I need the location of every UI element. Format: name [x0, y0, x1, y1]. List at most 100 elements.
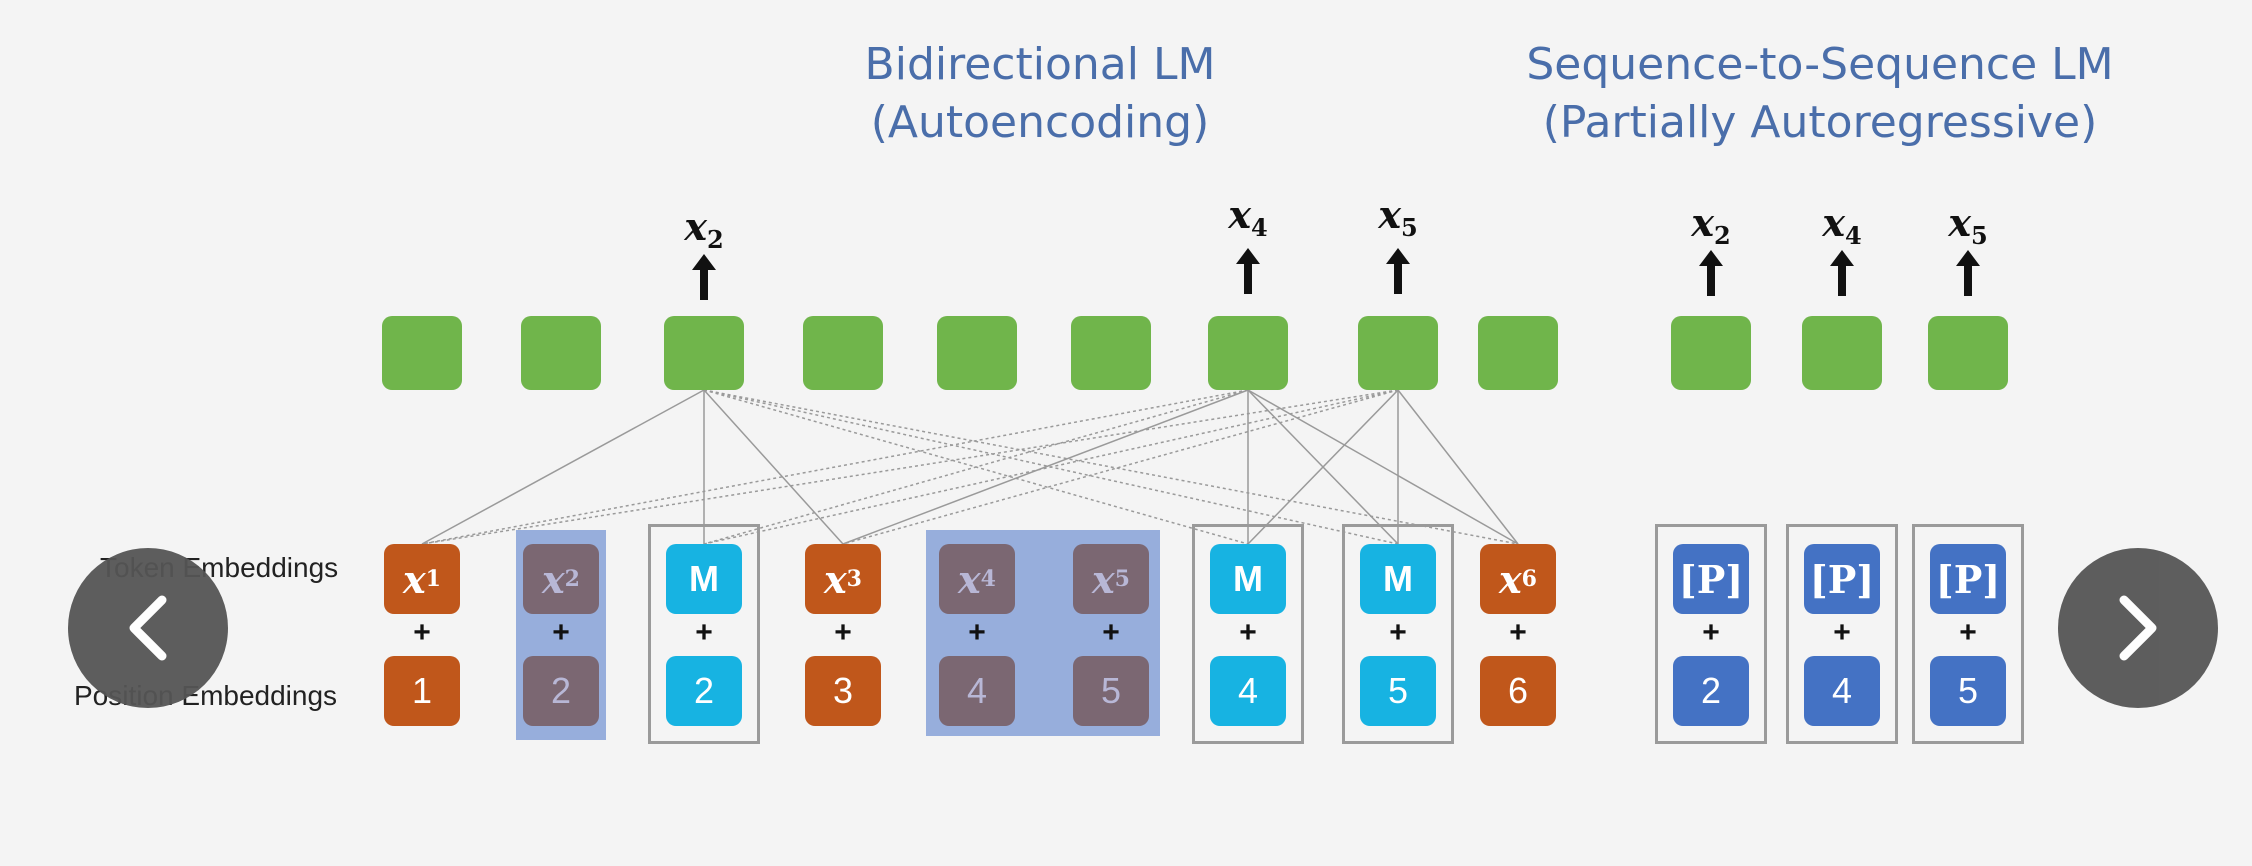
output-base: x: [1378, 192, 1401, 237]
token-base: x: [824, 556, 847, 602]
hidden-state-box: [1358, 316, 1438, 390]
position-embedding: 2: [1673, 656, 1749, 726]
output-subscript: 4: [1250, 213, 1268, 242]
arrow-shaft: [1707, 264, 1715, 296]
position-embedding: 5: [1360, 656, 1436, 726]
hidden-state-box: [382, 316, 462, 390]
output-base: x: [684, 204, 707, 249]
arrow-shaft: [1838, 264, 1846, 296]
up-arrow-icon: [1671, 250, 1751, 296]
attention-line: [703, 389, 844, 545]
plus-sign: +: [1102, 616, 1120, 649]
output-base: x: [1691, 200, 1714, 245]
hidden-state-box: [937, 316, 1017, 390]
token-embedding: [P]: [1804, 544, 1880, 614]
plus-sign: +: [1239, 616, 1257, 649]
attention-line: [421, 389, 1249, 545]
arrow-head: [692, 254, 716, 270]
token-subscript: 2: [564, 566, 580, 592]
prediction-frame: [1786, 524, 1898, 744]
plus-sign: +: [695, 616, 713, 649]
up-arrow-icon: [1358, 248, 1438, 294]
up-arrow-icon: [664, 254, 744, 300]
token-base: x: [542, 556, 565, 602]
prediction-frame: [1192, 524, 1304, 744]
position-embedding: 2: [523, 656, 599, 726]
arrow-head: [1386, 248, 1410, 264]
arrow-head: [1236, 248, 1260, 264]
plus-sign: +: [1833, 616, 1851, 649]
attention-line: [421, 389, 705, 545]
plus-sign: +: [1389, 616, 1407, 649]
position-embedding: 2: [666, 656, 742, 726]
arrow-head: [1830, 250, 1854, 266]
output-subscript: 2: [1713, 221, 1731, 250]
arrow-shaft: [700, 268, 708, 300]
title-bidirectional: Bidirectional LM (Autoencoding): [760, 36, 1320, 152]
output-subscript: 5: [1970, 221, 1988, 250]
attention-line: [703, 389, 1249, 545]
output-subscript: 4: [1844, 221, 1862, 250]
position-embedding: 5: [1930, 656, 2006, 726]
prediction-frame: [1655, 524, 1767, 744]
previous-button[interactable]: [68, 548, 228, 708]
position-embedding: 4: [1804, 656, 1880, 726]
output-label: x4: [1208, 192, 1288, 242]
output-subscript: 5: [1400, 213, 1418, 242]
output-base: x: [1948, 200, 1971, 245]
title-bidirectional-line2: (Autoencoding): [870, 97, 1210, 148]
attention-line: [703, 389, 1399, 545]
token-embedding: M: [1210, 544, 1286, 614]
attention-line: [1247, 389, 1399, 545]
token-subscript: 5: [1114, 566, 1130, 592]
output-label: x4: [1802, 200, 1882, 250]
attention-line: [421, 389, 1399, 545]
position-embedding: 4: [939, 656, 1015, 726]
arrow-head: [1956, 250, 1980, 266]
token-embedding: [P]: [1673, 544, 1749, 614]
plus-sign: +: [1702, 616, 1720, 649]
next-button[interactable]: [2058, 548, 2218, 708]
output-label: x5: [1928, 200, 2008, 250]
arrow-head: [1699, 250, 1723, 266]
token-base: x: [1092, 556, 1115, 602]
arrow-shaft: [1244, 262, 1252, 294]
token-subscript: 3: [846, 566, 862, 592]
attention-line: [1397, 389, 1519, 545]
up-arrow-icon: [1802, 250, 1882, 296]
output-label: x2: [664, 204, 744, 254]
arrow-shaft: [1394, 262, 1402, 294]
attention-line: [842, 389, 1249, 545]
token-base: x: [1499, 556, 1522, 602]
hidden-state-box: [1671, 316, 1751, 390]
token-subscript: 1: [425, 566, 441, 592]
token-embedding: M: [1360, 544, 1436, 614]
position-embedding: 1: [384, 656, 460, 726]
chevron-right-icon: [2119, 595, 2157, 661]
token-embedding: M: [666, 544, 742, 614]
attention-line: [1247, 389, 1519, 545]
position-embedding: 5: [1073, 656, 1149, 726]
hidden-state-box: [1928, 316, 2008, 390]
output-label: x2: [1671, 200, 1751, 250]
output-label: x5: [1358, 192, 1438, 242]
title-seq2seq-line1: Sequence-to-Sequence LM: [1526, 39, 2114, 90]
plus-sign: +: [968, 616, 986, 649]
hidden-state-box: [1208, 316, 1288, 390]
prediction-frame: [1912, 524, 2024, 744]
up-arrow-icon: [1208, 248, 1288, 294]
hidden-state-box: [1071, 316, 1151, 390]
prediction-frame: [648, 524, 760, 744]
plus-sign: +: [1509, 616, 1527, 649]
position-embedding: 6: [1480, 656, 1556, 726]
token-base: x: [403, 556, 426, 602]
hidden-state-box: [664, 316, 744, 390]
plus-sign: +: [552, 616, 570, 649]
token-subscript: 6: [1521, 566, 1537, 592]
hidden-state-box: [803, 316, 883, 390]
